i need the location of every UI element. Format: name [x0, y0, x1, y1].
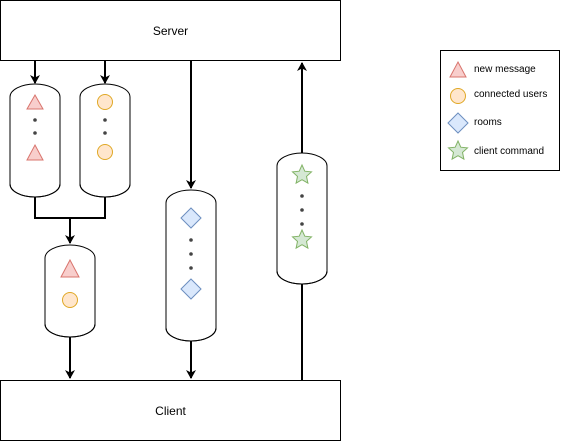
ellipsis-dot: [300, 194, 304, 198]
ellipsis-dot: [300, 222, 304, 226]
client-command-star-icon: [291, 163, 313, 185]
connected-users-circle-icon: [450, 88, 466, 104]
legend-label-new-message: new message: [474, 64, 536, 75]
connected-users-queue: [79, 83, 131, 198]
rooms-diamond-icon: [180, 278, 202, 300]
server-node: Server: [0, 0, 341, 61]
legend: new message connected users rooms client…: [440, 50, 560, 171]
new-message-triangle-icon: [26, 143, 44, 161]
client-command-queue: [276, 152, 328, 285]
ellipsis-dot: [33, 131, 37, 135]
rooms-queue: [165, 189, 217, 342]
ellipsis-dot: [189, 252, 193, 256]
new-message-queue: [9, 83, 61, 198]
client-command-star-icon: [447, 139, 469, 161]
legend-icons: [447, 60, 469, 161]
new-message-triangle-icon: [60, 258, 80, 278]
client-label: Client: [155, 403, 186, 418]
legend-label-client-command: client command: [474, 146, 545, 157]
connected-users-circle-icon: [62, 292, 78, 308]
ellipsis-dot: [33, 118, 37, 122]
new-message-triangle-icon: [449, 60, 467, 78]
client-node: Client: [0, 380, 341, 441]
ellipsis-dot: [300, 208, 304, 212]
ellipsis-dot: [103, 118, 107, 122]
client-command-star-icon: [291, 228, 313, 250]
legend-label-rooms: rooms: [474, 117, 502, 128]
connected-users-circle-icon: [97, 94, 113, 110]
merge-connector: [34, 197, 106, 219]
ellipsis-dot: [189, 266, 193, 270]
rooms-diamond-icon: [180, 207, 202, 229]
connected-users-circle-icon: [97, 144, 113, 160]
legend-label-connected-users: connected users: [474, 89, 548, 100]
rooms-diamond-icon: [447, 112, 469, 134]
server-label: Server: [152, 23, 189, 38]
combined-queue: [44, 244, 96, 338]
ellipsis-dot: [189, 238, 193, 242]
new-message-triangle-icon: [26, 93, 44, 110]
ellipsis-dot: [103, 131, 107, 135]
